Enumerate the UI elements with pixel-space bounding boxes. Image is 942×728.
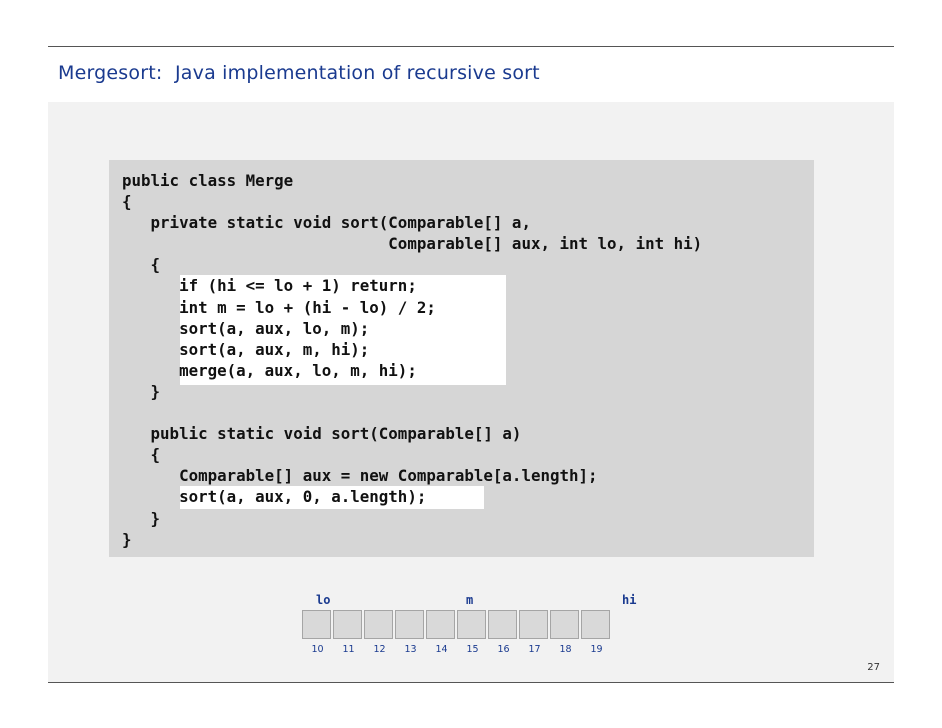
array-index: 15 xyxy=(466,644,479,655)
code-line: int m = lo + (hi - lo) / 2; xyxy=(122,297,436,317)
code-line: } xyxy=(122,508,161,528)
code-line: } xyxy=(122,529,132,549)
array-index: 11 xyxy=(342,644,355,655)
array-cell xyxy=(457,610,486,639)
code-line: private static void sort(Comparable[] a, xyxy=(122,213,531,233)
code-block: public class Merge { private static void … xyxy=(122,170,702,550)
code-line: } xyxy=(122,381,161,401)
top-rule xyxy=(48,46,894,47)
code-line: if (hi <= lo + 1) return; xyxy=(122,276,417,296)
array-cell xyxy=(519,610,548,639)
array-index: 14 xyxy=(435,644,448,655)
code-line xyxy=(122,402,702,423)
page-number: 27 xyxy=(867,662,880,673)
array-cell xyxy=(395,610,424,639)
slide-title: Mergesort: Java implementation of recurs… xyxy=(58,62,540,84)
code-line: sort(a, aux, 0, a.length); xyxy=(122,487,427,507)
highlight-top-level-call xyxy=(180,486,484,509)
lo-label: lo xyxy=(316,593,331,607)
array-cell xyxy=(333,610,362,639)
code-line: public static void sort(Comparable[] a) xyxy=(122,424,522,444)
array-cell xyxy=(426,610,455,639)
array-cell xyxy=(302,610,331,639)
code-line: merge(a, aux, lo, m, hi); xyxy=(122,360,417,380)
array-index: 18 xyxy=(559,644,572,655)
array-cell xyxy=(364,610,393,639)
code-line: Comparable[] aux, int lo, int hi) xyxy=(122,234,703,254)
array-cells xyxy=(302,610,612,640)
code-line: { xyxy=(122,445,161,465)
hi-label: hi xyxy=(622,593,637,607)
code-line: sort(a, aux, lo, m); xyxy=(122,318,370,338)
array-index-row: 10 11 12 13 14 15 16 17 18 19 xyxy=(302,644,612,655)
m-label: m xyxy=(466,593,474,607)
code-line: sort(a, aux, m, hi); xyxy=(122,339,370,359)
array-index: 12 xyxy=(373,644,386,655)
bottom-rule xyxy=(48,682,894,683)
array-index: 16 xyxy=(497,644,510,655)
code-line: { xyxy=(122,255,161,275)
array-index: 13 xyxy=(404,644,417,655)
code-line: { xyxy=(122,192,132,212)
highlight-recursive-body xyxy=(180,275,506,385)
code-line: Comparable[] aux = new Comparable[a.leng… xyxy=(122,466,598,486)
array-index: 17 xyxy=(528,644,541,655)
array-cell xyxy=(550,610,579,639)
array-index: 19 xyxy=(590,644,603,655)
array-index: 10 xyxy=(311,644,324,655)
array-cell xyxy=(488,610,517,639)
array-cell xyxy=(581,610,610,639)
code-line: public class Merge xyxy=(122,171,294,190)
